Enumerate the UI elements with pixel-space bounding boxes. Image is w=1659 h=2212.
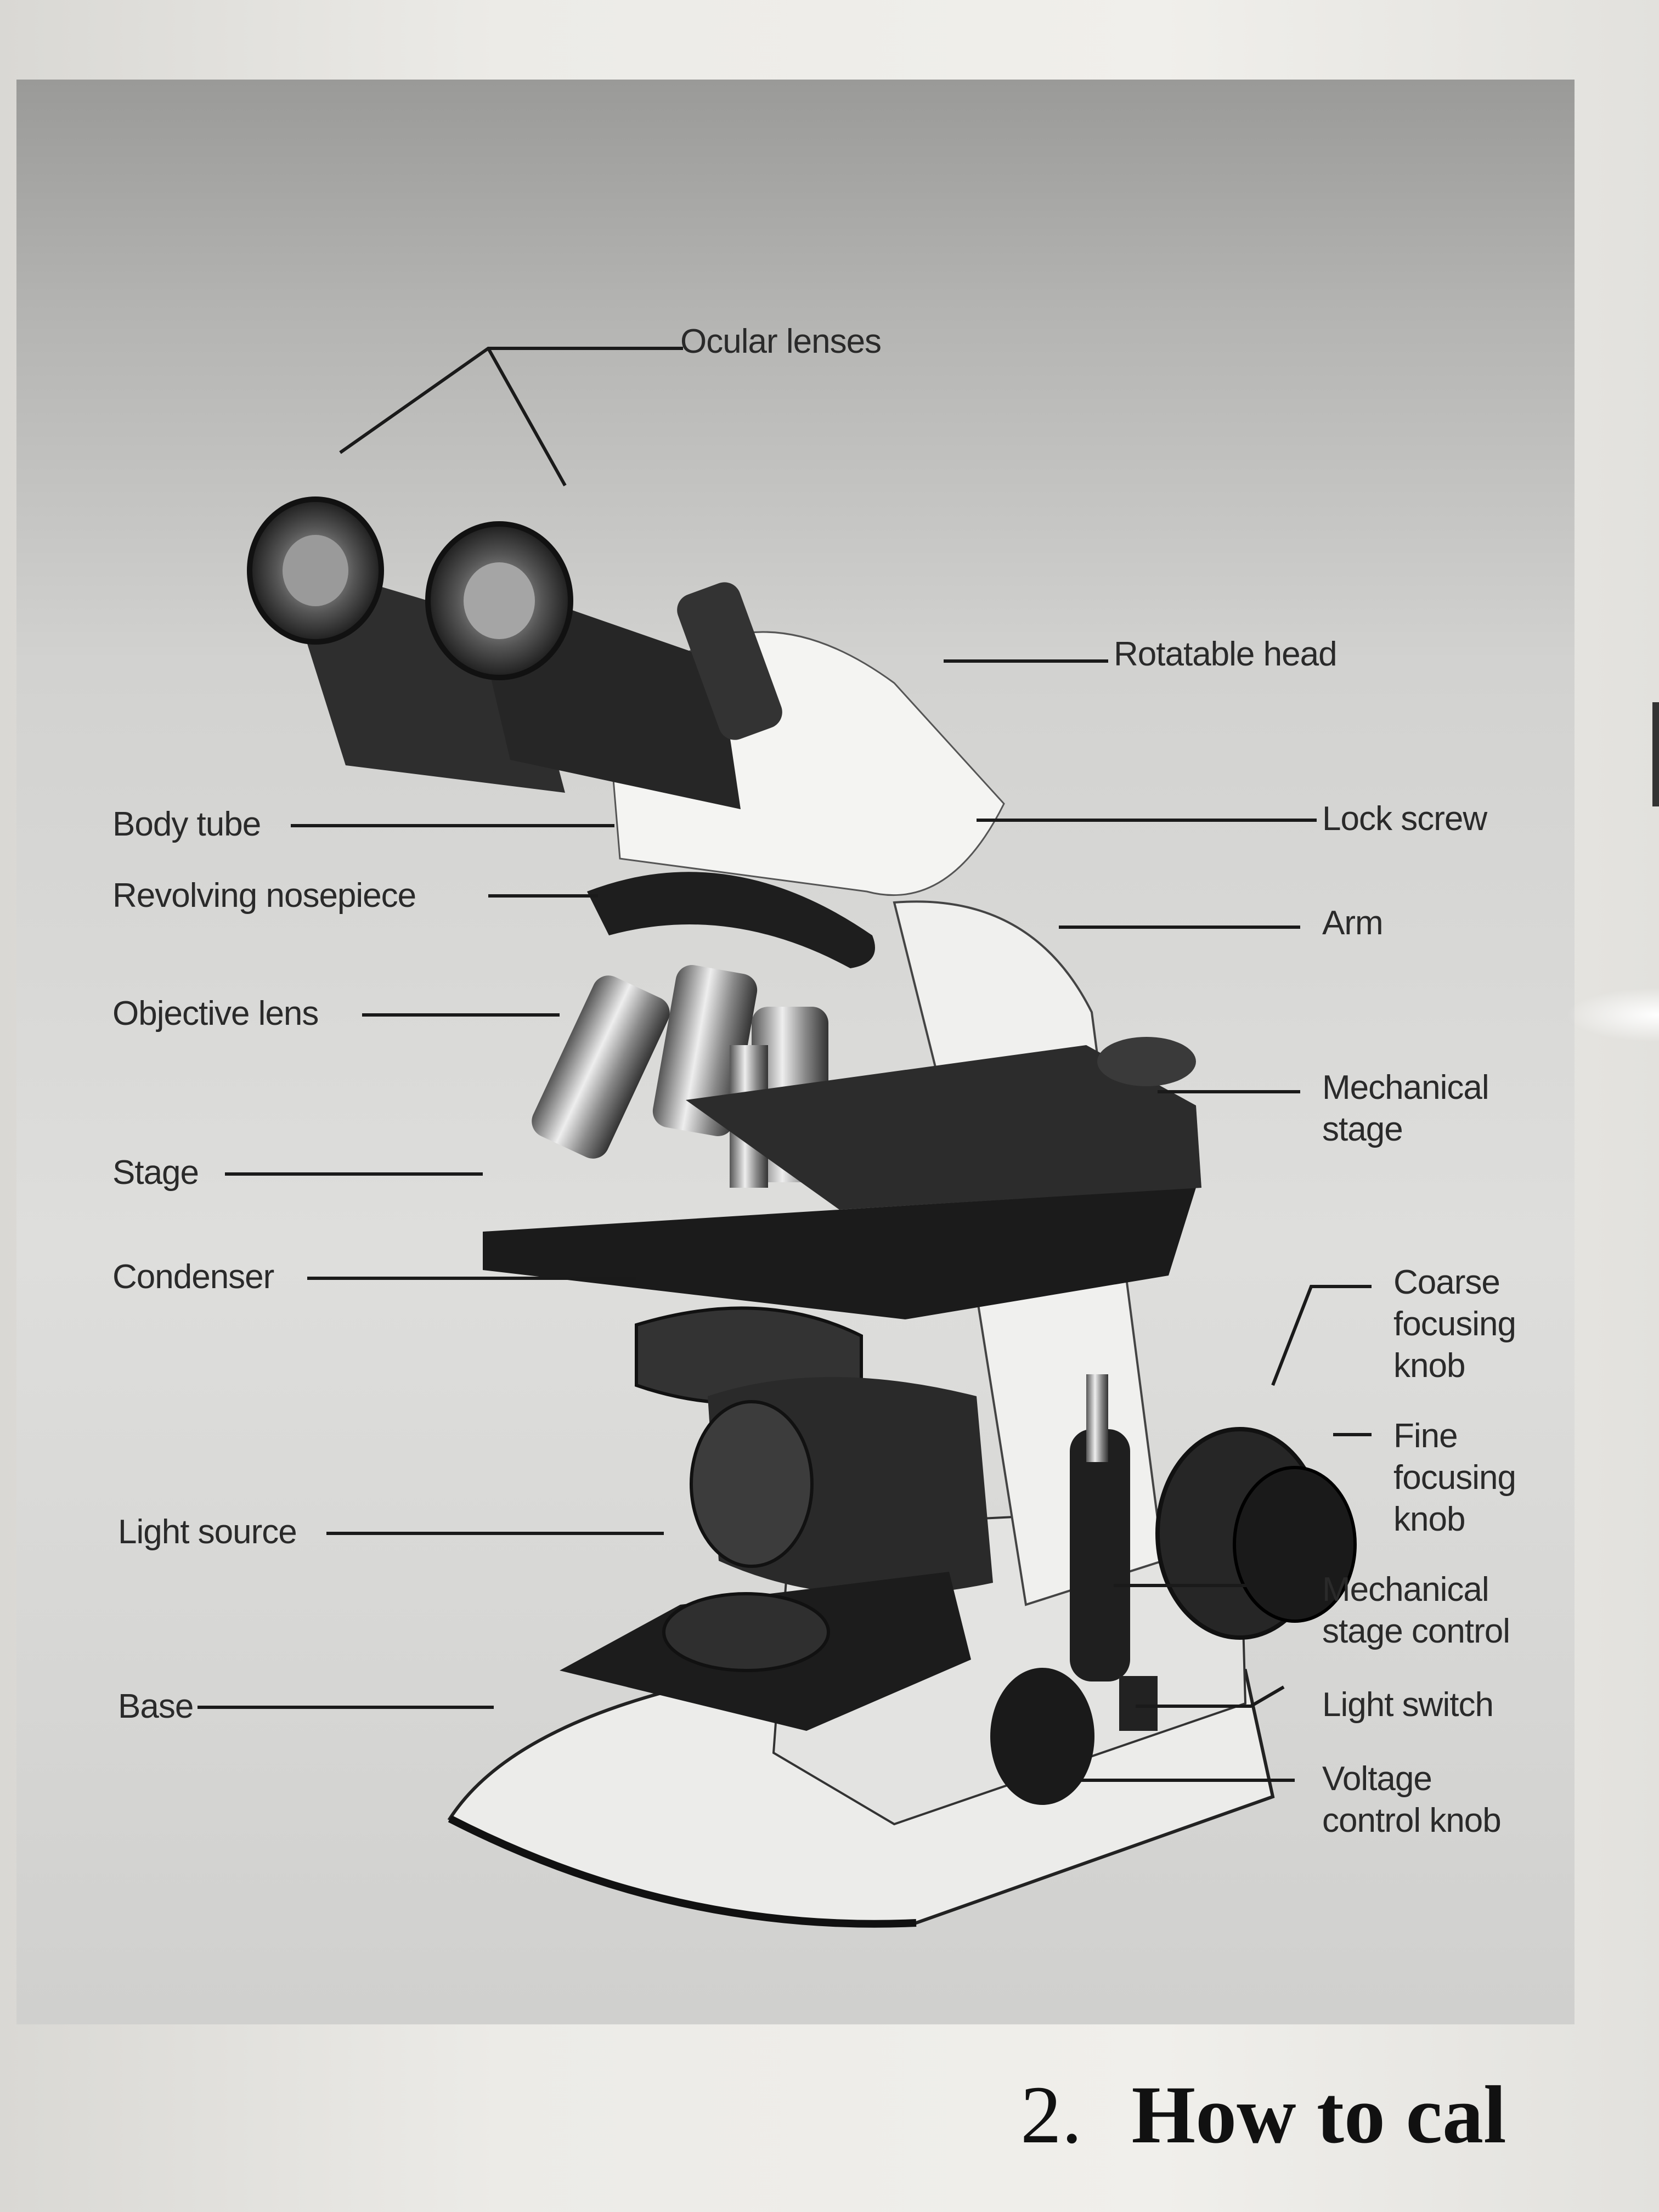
label-condenser: Condenser (112, 1258, 274, 1296)
label-ocular-lenses: Ocular lenses (680, 323, 882, 360)
light-switch-shape (1119, 1676, 1158, 1731)
label-voltage-control-knob: Voltage control knob (1322, 1760, 1502, 1839)
revolving-nosepiece (587, 872, 875, 968)
ocular-lenses-shape (247, 496, 782, 809)
screen-glare (1566, 988, 1659, 1042)
microscope-figure: Ocular lenses Rotatable head Body tube L… (16, 80, 1575, 2024)
label-light-source: Light source (118, 1513, 297, 1551)
section-title: How to cal (1131, 2069, 1506, 2160)
label-light-switch: Light switch (1322, 1686, 1494, 1724)
label-stage: Stage (112, 1154, 199, 1192)
label-objective-lens: Objective lens (112, 995, 319, 1032)
label-coarse-focusing-knob: Coarse focusing knob (1393, 1263, 1516, 1385)
label-base: Base (118, 1688, 194, 1725)
label-lock-screw: Lock screw (1322, 800, 1487, 838)
section-number: 2. (1020, 2069, 1082, 2160)
label-revolving-nosepiece: Revolving nosepiece (112, 877, 416, 915)
label-mechanical-stage: Mechanical stage (1322, 1069, 1489, 1148)
label-body-tube: Body tube (112, 805, 261, 843)
label-rotatable-head: Rotatable head (1114, 635, 1338, 673)
microscope-illustration (198, 347, 1372, 1928)
label-arm: Arm (1322, 904, 1384, 942)
microscope-stage (483, 1188, 1196, 1319)
brand-badge (1097, 1037, 1196, 1086)
label-mechanical-stage-control: Mechanical stage control (1322, 1571, 1510, 1650)
page-edge-mark (1652, 702, 1659, 806)
section-heading: 2. How to cal (1020, 2068, 1506, 2162)
voltage-knob-shape (990, 1668, 1094, 1805)
label-fine-focusing-knob: Fine focusing knob (1393, 1417, 1516, 1538)
leader-lines (198, 347, 1372, 1782)
mechanical-stage-shape (686, 1045, 1201, 1210)
